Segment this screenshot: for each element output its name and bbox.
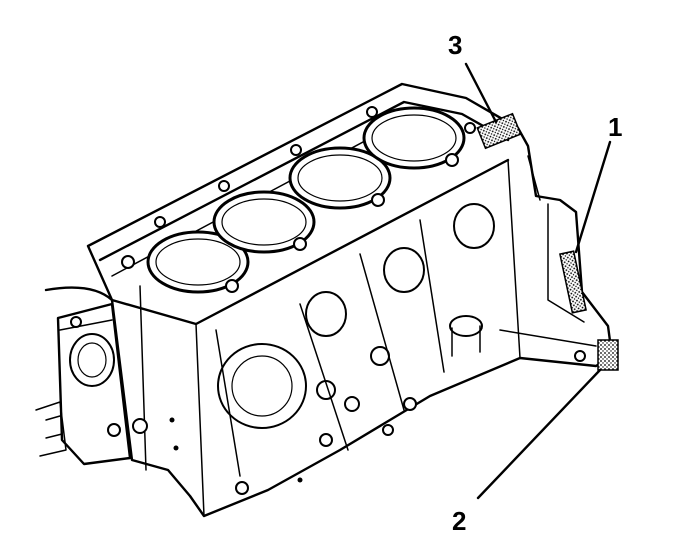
cylinder-bore-2 (212, 190, 316, 254)
leader-line-3 (464, 62, 498, 124)
callout-1: 1 (608, 112, 623, 142)
callout-3: 3 (448, 30, 463, 60)
leader-line-1 (574, 140, 612, 254)
deck-bolt-holes (121, 106, 476, 293)
sealant-area-2 (597, 339, 619, 371)
cylinder-bore-4 (362, 106, 466, 170)
cylinder-bore-1 (146, 230, 250, 294)
sealant-area-1 (559, 250, 587, 314)
cylinder-bores (146, 106, 466, 294)
callout-2: 2 (452, 506, 467, 536)
cylinder-bore-3 (288, 146, 392, 210)
block-side-features (169, 155, 597, 495)
front-face (35, 286, 148, 466)
sealant-area-3 (476, 112, 522, 150)
leader-line-2 (476, 368, 602, 500)
